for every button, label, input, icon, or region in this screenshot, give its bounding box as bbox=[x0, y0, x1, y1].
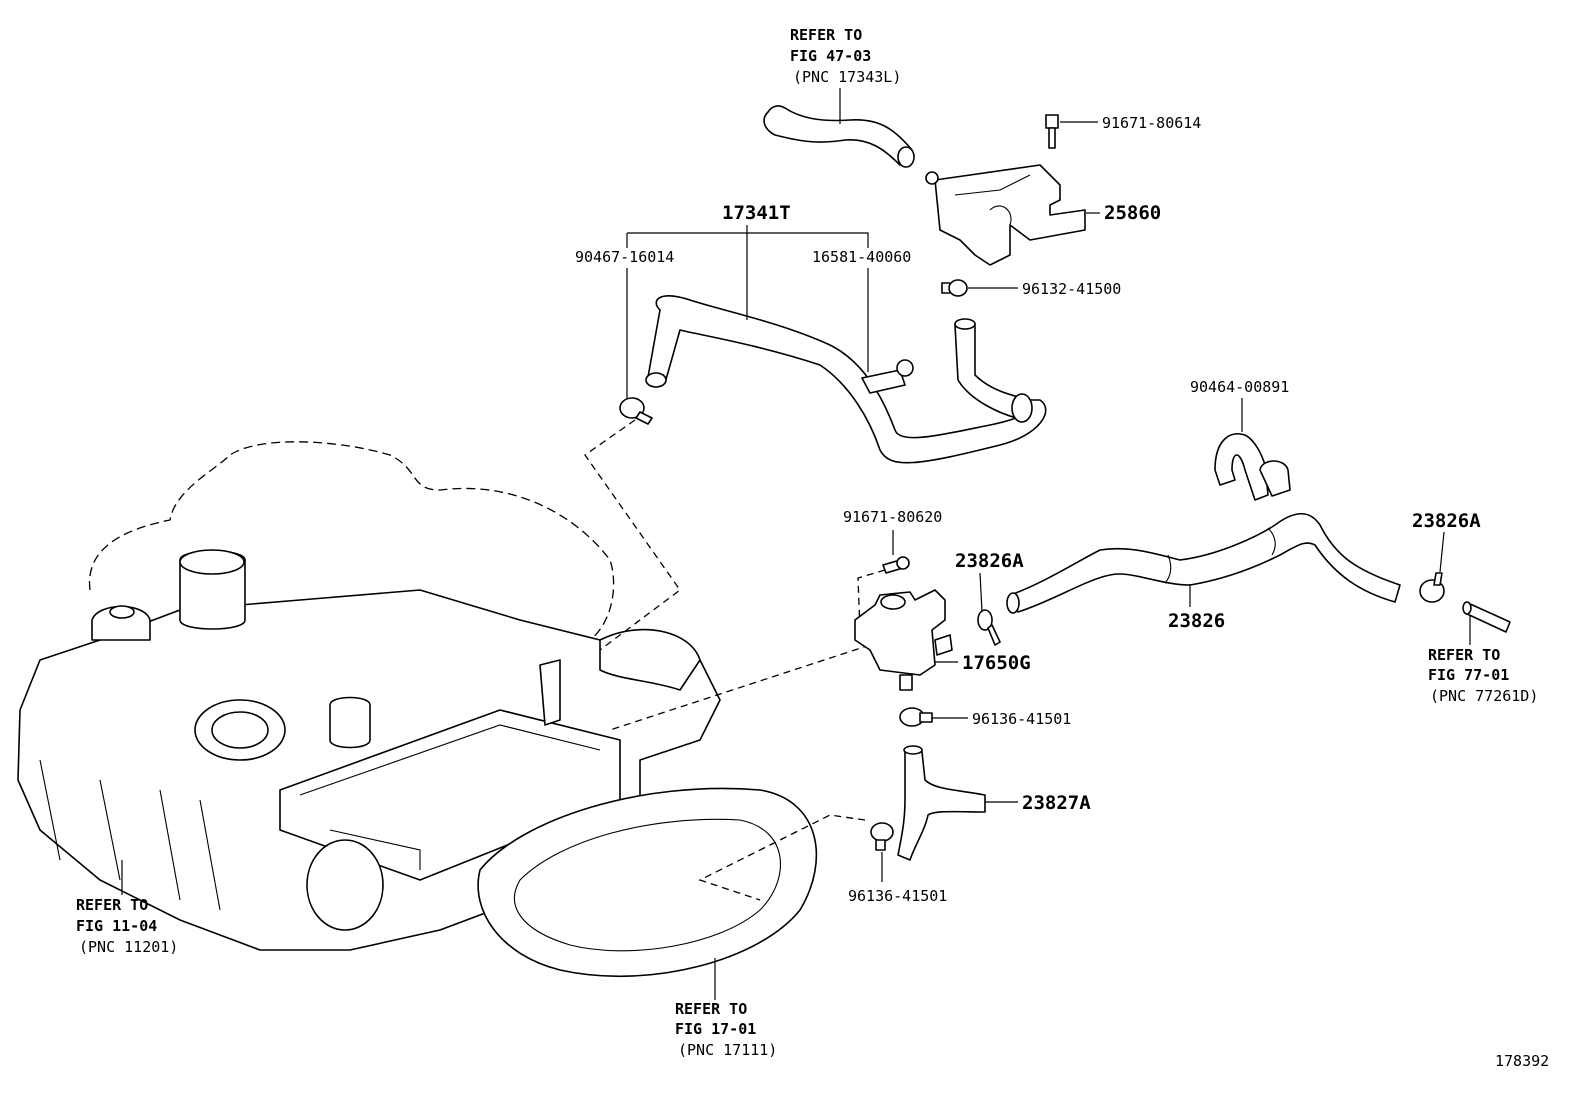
routing-line-bolt-to-vsv bbox=[857, 569, 886, 631]
ref-left-line3: (PNC 11201) bbox=[79, 938, 178, 956]
label-vsv-bracket: 25860 bbox=[1104, 202, 1161, 224]
ref-bottom-line3: (PNC 17111) bbox=[678, 1041, 777, 1059]
clamp-96132-41500 bbox=[941, 279, 968, 297]
engine-cover-ghost-outline bbox=[88, 441, 615, 651]
ref-bottom-line1: REFER TO bbox=[675, 1000, 747, 1018]
label-clip-right: 16581-40060 bbox=[812, 248, 911, 266]
ref-top-line2: FIG 47-03 bbox=[790, 47, 871, 65]
ref-left-line2: FIG 11-04 bbox=[76, 917, 157, 935]
clip-16581-40060 bbox=[861, 359, 914, 394]
label-bolt-top: 91671-80614 bbox=[1102, 114, 1201, 132]
ref-top-line1: REFER TO bbox=[790, 26, 862, 44]
routing-line-clamp-to-engine bbox=[584, 419, 681, 651]
ref-right-line2: FIG 77-01 bbox=[1428, 666, 1509, 684]
hose-assembly-17341T bbox=[645, 295, 1047, 464]
clamp-90464-00891 bbox=[1214, 433, 1291, 501]
clamp-96136-41501-lower bbox=[870, 822, 894, 851]
label-hose-assembly: 17341T bbox=[722, 202, 791, 224]
ref-right-line3: (PNC 77261D) bbox=[1430, 687, 1538, 705]
routing-line-hose-to-manifold bbox=[698, 814, 866, 901]
label-bolt-mid: 91671-80620 bbox=[843, 508, 942, 526]
routing-line-vsv-to-engine bbox=[609, 644, 871, 731]
hose-23827A bbox=[897, 745, 986, 861]
clamp-23826A-right bbox=[1419, 572, 1445, 603]
ref-left-line1: REFER TO bbox=[76, 896, 148, 914]
hose-23826 bbox=[1006, 512, 1401, 614]
hose-17343L bbox=[763, 105, 915, 168]
label-vsv-17650G: 17650G bbox=[962, 652, 1031, 674]
engine-assembly bbox=[17, 549, 818, 978]
ref-bottom-line2: FIG 17-01 bbox=[675, 1020, 756, 1038]
label-clamp-90464: 90464-00891 bbox=[1190, 378, 1289, 396]
pipe-77261D bbox=[1462, 601, 1511, 633]
vsv-bracket-25860 bbox=[925, 164, 1086, 266]
label-clamp-96132: 96132-41500 bbox=[1022, 280, 1121, 298]
ref-right-line1: REFER TO bbox=[1428, 646, 1500, 664]
label-clamp-96136-lower: 96136-41501 bbox=[848, 887, 947, 905]
leader-lines bbox=[121, 88, 1471, 1000]
clamp-96136-41501-upper bbox=[899, 707, 933, 727]
vsv-17650G bbox=[854, 589, 953, 691]
label-hose-23826: 23826 bbox=[1168, 610, 1225, 632]
bolt-91671-80620 bbox=[882, 556, 910, 574]
diagram-id: 178392 bbox=[1495, 1052, 1549, 1070]
label-clamp-left: 90467-16014 bbox=[575, 248, 674, 266]
label-clamp-96136-upper: 96136-41501 bbox=[972, 710, 1071, 728]
label-clamp-23826A-right: 23826A bbox=[1412, 510, 1481, 532]
label-hose-23827A: 23827A bbox=[1022, 792, 1091, 814]
clamp-23826A-left bbox=[977, 609, 1001, 646]
bolt-91671-80614 bbox=[1045, 114, 1059, 149]
clamp-90467-16014 bbox=[619, 397, 653, 425]
label-clamp-23826A-left: 23826A bbox=[955, 550, 1024, 572]
ref-top-line3: (PNC 17343L) bbox=[793, 68, 901, 86]
